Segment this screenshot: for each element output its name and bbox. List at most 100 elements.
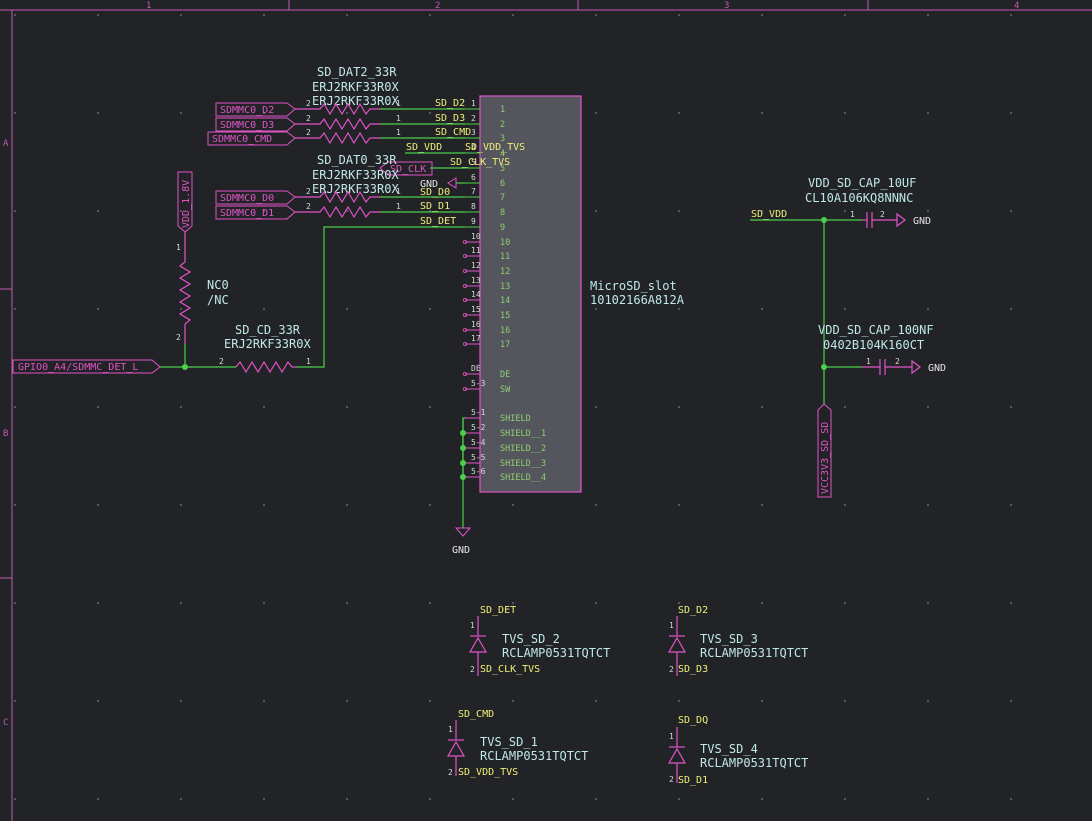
pin-name: SHIELD xyxy=(500,414,531,424)
connector-pin[interactable]: 33 xyxy=(465,128,505,144)
svg-text:SD_D2: SD_D2 xyxy=(678,605,708,616)
pin-number: 17 xyxy=(471,334,481,343)
connector-pin[interactable]: 11 xyxy=(465,99,505,115)
pin-name: DE xyxy=(500,370,510,380)
svg-text:2: 2 xyxy=(306,128,311,137)
connector-pin[interactable]: DE DE xyxy=(462,364,510,380)
svg-text:GND: GND xyxy=(913,216,931,227)
svg-text:SD_DET: SD_DET xyxy=(480,605,516,616)
hier-label-vdd18[interactable]: VDD_1.8V xyxy=(177,171,193,233)
hier-label-sdmmc0-d1[interactable]: SDMMC0_D1 xyxy=(215,205,296,220)
svg-text:TVS_SD_4: TVS_SD_4 xyxy=(700,742,758,756)
net-sd-clk-tvs: SD_CLK_TVS xyxy=(450,157,510,168)
col-label-3: 3 xyxy=(724,1,729,11)
svg-text:SDMMC0_CMD: SDMMC0_CMD xyxy=(212,134,272,145)
connector-pin[interactable]: 44 xyxy=(465,143,505,159)
hier-label-sdmmc0-d0[interactable]: SDMMC0_D0 xyxy=(215,190,296,205)
connector-pin[interactable]: 66 xyxy=(465,173,505,189)
svg-text:SDMMC0_D2: SDMMC0_D2 xyxy=(220,105,274,116)
pin-name: 10 xyxy=(500,238,510,248)
svg-text:SD_CLK: SD_CLK xyxy=(390,164,426,175)
svg-text:2: 2 xyxy=(448,768,453,777)
hier-label-vcc33[interactable]: VCC3V3_SD_SD xyxy=(817,403,832,498)
hier-label-sdmmc0-cmd[interactable]: SDMMC0_CMD xyxy=(207,131,296,146)
pin-number: 7 xyxy=(471,187,476,196)
pin-number: 1 xyxy=(471,99,476,108)
connector-pin[interactable]: 77 xyxy=(465,187,505,203)
svg-text:1: 1 xyxy=(176,243,181,252)
frame-labels: 1 2 3 4 A B C xyxy=(3,1,1019,728)
res-dat2-value-1: ERJ2RKF33R0X xyxy=(312,80,399,94)
pin-number: 3 xyxy=(471,128,476,137)
pin-name: SHIELD__3 xyxy=(500,459,546,469)
pin-name: 4 xyxy=(500,149,505,159)
svg-text:1: 1 xyxy=(396,202,401,211)
connector-pin[interactable]: 22 xyxy=(465,114,505,130)
cap10-ref: VDD_SD_CAP_10UF xyxy=(808,176,916,190)
pin-number: 5 xyxy=(471,158,476,167)
svg-text:2: 2 xyxy=(306,114,311,123)
pin-number: 15 xyxy=(471,305,481,314)
capacitor-100nf[interactable]: VDD_SD_CAP_100NF 0402B104K160CT 1 2 GND xyxy=(818,323,946,375)
connector-pin[interactable]: 5-3SW xyxy=(462,379,511,395)
nc0-value: /NC xyxy=(207,293,229,307)
capacitor-10uf[interactable]: VDD_SD_CAP_10UF CL10A106KQ8NNNC 1 2 GND xyxy=(805,176,931,228)
tvs-sd-3[interactable]: SD_D2 12 TVS_SD_3 RCLAMP0531TQTCT SD_D3 xyxy=(667,605,808,676)
net-labels: SD_D2 SD_D3 SD_CMD SD_VDD SD_VDD_TVS SD_… xyxy=(406,98,787,227)
tvs-sd-1[interactable]: SD_CMD 12 TVS_SD_1 RCLAMP0531TQTCT SD_VD… xyxy=(446,709,588,778)
resistor-nc0[interactable]: 1 2 NC0 /NC xyxy=(176,232,229,344)
connector-pin[interactable]: 99 xyxy=(465,217,505,233)
pin-number: 5-1 xyxy=(471,408,486,417)
pin-name: 14 xyxy=(500,296,510,306)
connector-value: 10102166A812A xyxy=(590,293,685,307)
pin-name: 17 xyxy=(500,340,510,350)
svg-text:2: 2 xyxy=(176,333,181,342)
svg-text:TVS_SD_3: TVS_SD_3 xyxy=(700,632,758,646)
connector-body[interactable] xyxy=(479,95,582,493)
tvs-sd-2[interactable]: SD_DET 12 TVS_SD_2 RCLAMP0531TQTCT SD_CL… xyxy=(468,605,610,676)
svg-text:2: 2 xyxy=(669,665,674,674)
svg-text:GND: GND xyxy=(928,363,946,374)
net-sd-vdd-cap: SD_VDD xyxy=(751,209,787,220)
pin-number: 4 xyxy=(471,143,476,152)
net-sd-vdd-tvs: SD_VDD_TVS xyxy=(465,142,525,153)
pin-number: DE xyxy=(471,364,481,373)
svg-text:SD_VDD_TVS: SD_VDD_TVS xyxy=(458,767,518,778)
hier-label-sd-clk[interactable]: SD_CLK xyxy=(379,161,433,176)
hier-label-sdmmc0-d3[interactable]: SDMMC0_D3 xyxy=(215,117,296,132)
pin-name: SW xyxy=(500,385,511,395)
svg-text:SD_CLK_TVS: SD_CLK_TVS xyxy=(480,664,540,675)
connector-pin[interactable]: 55 xyxy=(465,158,505,174)
pin-number: 16 xyxy=(471,320,481,329)
tvs-sd-4[interactable]: SD_DQ 12 TVS_SD_4 RCLAMP0531TQTCT SD_D1 xyxy=(667,715,808,786)
svg-text:2: 2 xyxy=(219,357,224,366)
pin-number: 14 xyxy=(471,290,481,299)
pin-name: 9 xyxy=(500,223,505,233)
hier-label-gpio-det[interactable]: GPIO0_A4/SDMMC_DET_L xyxy=(12,359,161,374)
svg-text:1: 1 xyxy=(448,725,453,734)
grid-dots xyxy=(14,14,1012,800)
connector-pin[interactable]: 1010 xyxy=(462,232,510,248)
pin-name: 12 xyxy=(500,267,510,277)
pin-name: SHIELD__1 xyxy=(500,429,546,439)
pin-number: 6 xyxy=(471,173,476,182)
svg-text:2: 2 xyxy=(895,357,900,366)
connector-pin[interactable]: 14 14 xyxy=(462,290,510,306)
hier-label-sdmmc0-d2[interactable]: SDMMC0_D2 xyxy=(215,102,296,117)
connector-pin[interactable]: 88 xyxy=(465,202,505,218)
resistor-sd-cd[interactable]: 2 1 SD_CD_33R ERJ2RKF33R0X xyxy=(219,323,311,374)
net-sd-d3: SD_D3 xyxy=(435,113,465,124)
